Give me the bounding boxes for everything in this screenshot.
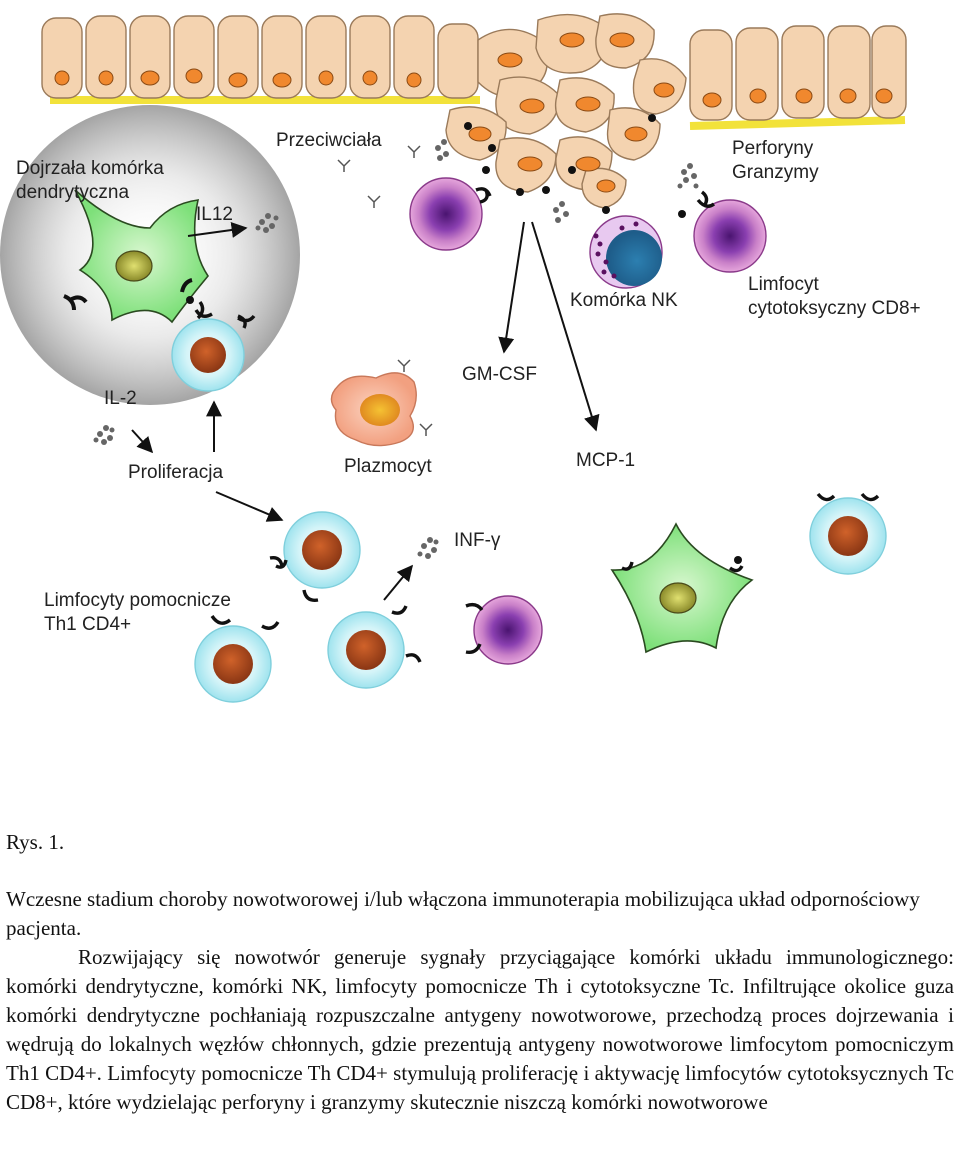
label-cd8-2: cytotoksyczny CD8+ (748, 298, 921, 319)
label-mcp1: MCP-1 (576, 450, 635, 471)
arrow-proliferation-down (215, 491, 284, 522)
basement-membrane-right (689, 116, 906, 130)
plasma-cell (330, 372, 417, 447)
figure-caption: Rys. 1. Wczesne stadium choroby nowotwor… (6, 828, 954, 1117)
label-nk: Komórka NK (570, 290, 678, 311)
cytokine-il2 (93, 425, 115, 445)
helper-t-cell-top (171, 300, 256, 392)
cytotoxic-t-cell-right (678, 190, 767, 273)
label-proliferation: Proliferacja (128, 462, 223, 483)
nk-cell (589, 215, 663, 289)
label-th1-2: Th1 CD4+ (44, 614, 131, 635)
cytokine-antibody-cluster (435, 139, 569, 223)
caption-paragraph-2: Rozwijający się nowotwór generuje sygnał… (6, 945, 954, 1114)
arrows (131, 221, 600, 601)
arrow-mcp1 (531, 221, 600, 432)
caption-paragraph-1: Wczesne stadium choroby nowotworowej i/l… (6, 887, 920, 940)
epithelium (41, 13, 907, 214)
label-gmcsf: GM-CSF (462, 364, 537, 385)
label-plasma: Plazmocyt (344, 456, 432, 477)
arrow-il12 (187, 222, 248, 238)
label-dendritic-2: dendrytyczna (16, 182, 129, 203)
label-th1-1: Limfocyty pomocnicze (44, 590, 231, 611)
label-granzymes: Granzymy (732, 162, 819, 183)
helper-t-cell-1 (269, 511, 361, 602)
figure-number: Rys. 1. (6, 830, 65, 854)
label-il12: IL12 (196, 204, 233, 225)
label-il2: IL-2 (104, 388, 137, 409)
antibodies-icons (337, 145, 433, 436)
helper-t-cell-3 (327, 605, 422, 689)
arrow-infg (383, 564, 414, 601)
label-infg: INF-γ (454, 530, 501, 551)
label-perforins: Perforyny (732, 138, 814, 159)
label-antibodies: Przeciwciała (276, 130, 382, 151)
arrow-il2 (131, 429, 154, 454)
cytokine-il12 (255, 213, 279, 233)
cytokine-perforin (677, 163, 699, 189)
helper-t-cell-2 (194, 614, 280, 703)
label-cd8-1: Limfocyt (748, 274, 819, 295)
cytokine-infg (417, 537, 439, 559)
labels: Dojrzała komórka dendrytyczna IL12 IL-2 … (16, 130, 921, 635)
cytotoxic-t-cell-left (409, 177, 492, 251)
helper-t-cell-right (809, 492, 887, 575)
dendritic-cell-right (610, 522, 754, 654)
immune-diagram: Dojrzała komórka dendrytyczna IL12 IL-2 … (0, 13, 921, 703)
arrow-gmcsf (498, 221, 525, 354)
dendritic-cell-mature (63, 189, 209, 324)
label-dendritic-1: Dojrzała komórka (16, 158, 164, 179)
cytotoxic-t-cell-bottom (465, 595, 543, 665)
